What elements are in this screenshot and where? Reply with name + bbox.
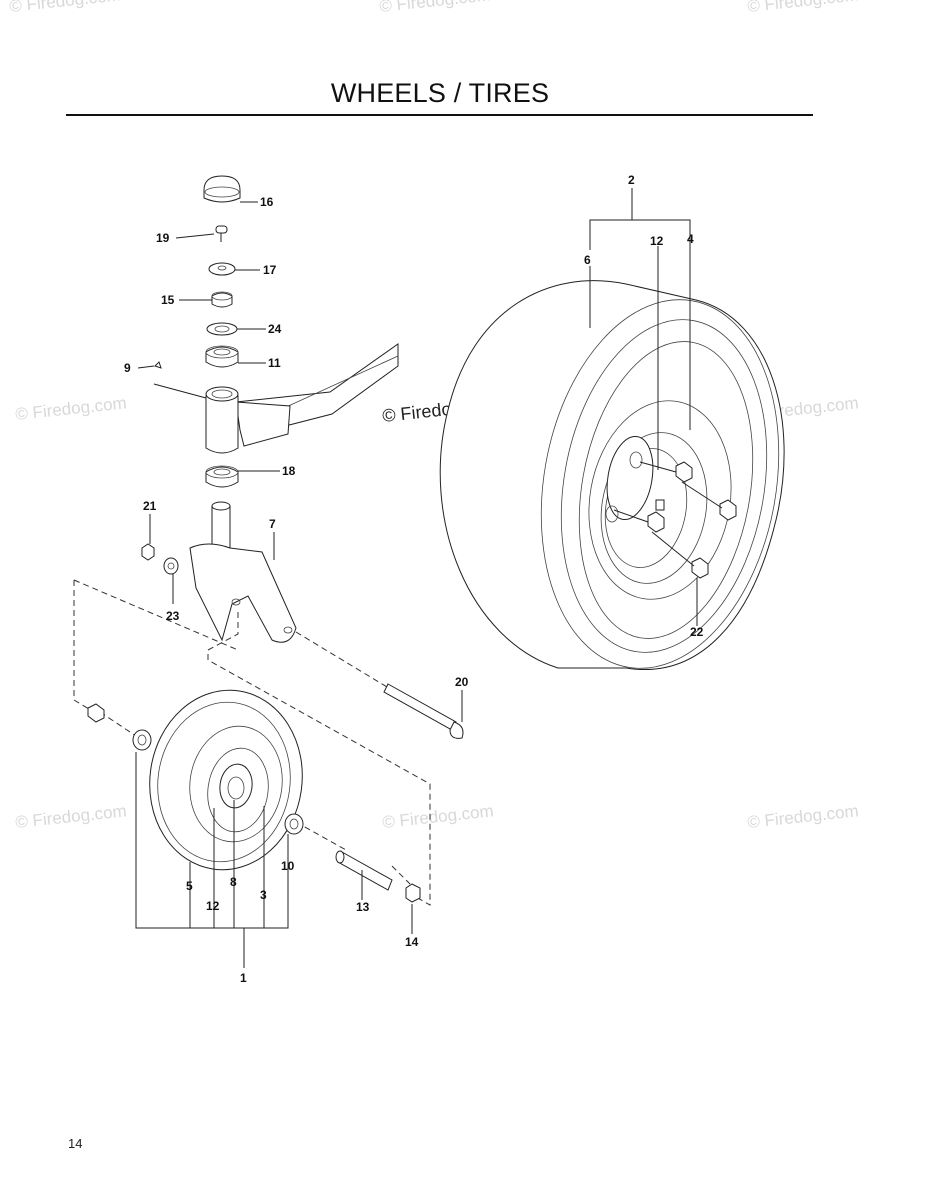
callout-label: 7	[269, 517, 276, 531]
callout-label: 10	[281, 859, 295, 873]
spacer-tube-part	[337, 851, 393, 891]
watermark: © Firedog.com	[746, 801, 859, 832]
callout-label: 18	[282, 464, 296, 478]
nut-part	[87, 703, 105, 723]
grease-pin-part	[154, 361, 162, 369]
callout-label: 13	[356, 900, 370, 914]
watermark: © Firedog.com	[378, 0, 491, 16]
caster-fork-part	[189, 543, 297, 643]
grease-fitting-part	[215, 225, 228, 234]
axle-bolt-part	[383, 683, 457, 731]
callout-label: 14	[405, 935, 419, 949]
page-number: 14	[68, 1136, 83, 1151]
caster-assembly	[73, 175, 464, 968]
callout-label: 5	[186, 879, 193, 893]
callout-label: 6	[584, 253, 591, 267]
lower-bearing-part	[205, 466, 239, 488]
drive-wheel-assembly	[439, 188, 785, 670]
callout-label: 3	[260, 888, 267, 902]
callout-label: 2	[628, 173, 635, 187]
watermark: © Firedog.com	[8, 0, 121, 16]
watermark: © Firedog.com	[14, 801, 127, 832]
callout-label: 1	[240, 971, 247, 985]
callout-label: 24	[268, 322, 282, 336]
upper-bearing-part	[205, 346, 239, 368]
callout-label: 16	[260, 195, 274, 209]
callout-label: 23	[166, 609, 180, 623]
callout-labels: 16 19 17 15 24 11 9 18 21 7 23 20 5 8 10…	[124, 173, 704, 985]
callout-label: 11	[268, 356, 281, 370]
callout-label: 19	[156, 231, 170, 245]
page-title: WHEELS / TIRES	[330, 78, 550, 108]
callout-label: 21	[143, 499, 157, 513]
callout-label: 4	[687, 232, 694, 246]
watermark: © Firedog.com	[381, 801, 494, 832]
callout-label: 17	[263, 263, 277, 277]
lug-nut-part	[719, 499, 737, 521]
valve-stem-part	[655, 499, 665, 511]
callout-label: 12	[206, 899, 220, 913]
spacer-10-part	[284, 813, 304, 835]
dust-cap-part	[203, 175, 241, 203]
callout-label: 8	[230, 875, 237, 889]
lug-nut-part	[647, 511, 665, 533]
washer-23-part	[163, 557, 179, 575]
callout-label: 22	[690, 625, 704, 639]
pivot-housing-part	[205, 395, 239, 454]
seal-washer-part	[208, 262, 236, 276]
watermark: © Firedog.com	[14, 393, 127, 424]
caster-wheel-part	[149, 689, 303, 871]
callout-label: 20	[455, 675, 469, 689]
watermark: © Firedog.com	[746, 0, 859, 16]
nut-14-part	[405, 883, 421, 903]
title-rule	[66, 114, 813, 116]
callout-label: 15	[161, 293, 175, 307]
flat-washer-part	[206, 322, 238, 336]
spacer-part	[132, 729, 152, 751]
lug-nut-part	[675, 461, 693, 483]
nut-21-part	[141, 543, 155, 561]
callout-label: 9	[124, 361, 131, 375]
lug-nut-part	[691, 557, 709, 579]
callout-label: 12	[650, 234, 664, 248]
